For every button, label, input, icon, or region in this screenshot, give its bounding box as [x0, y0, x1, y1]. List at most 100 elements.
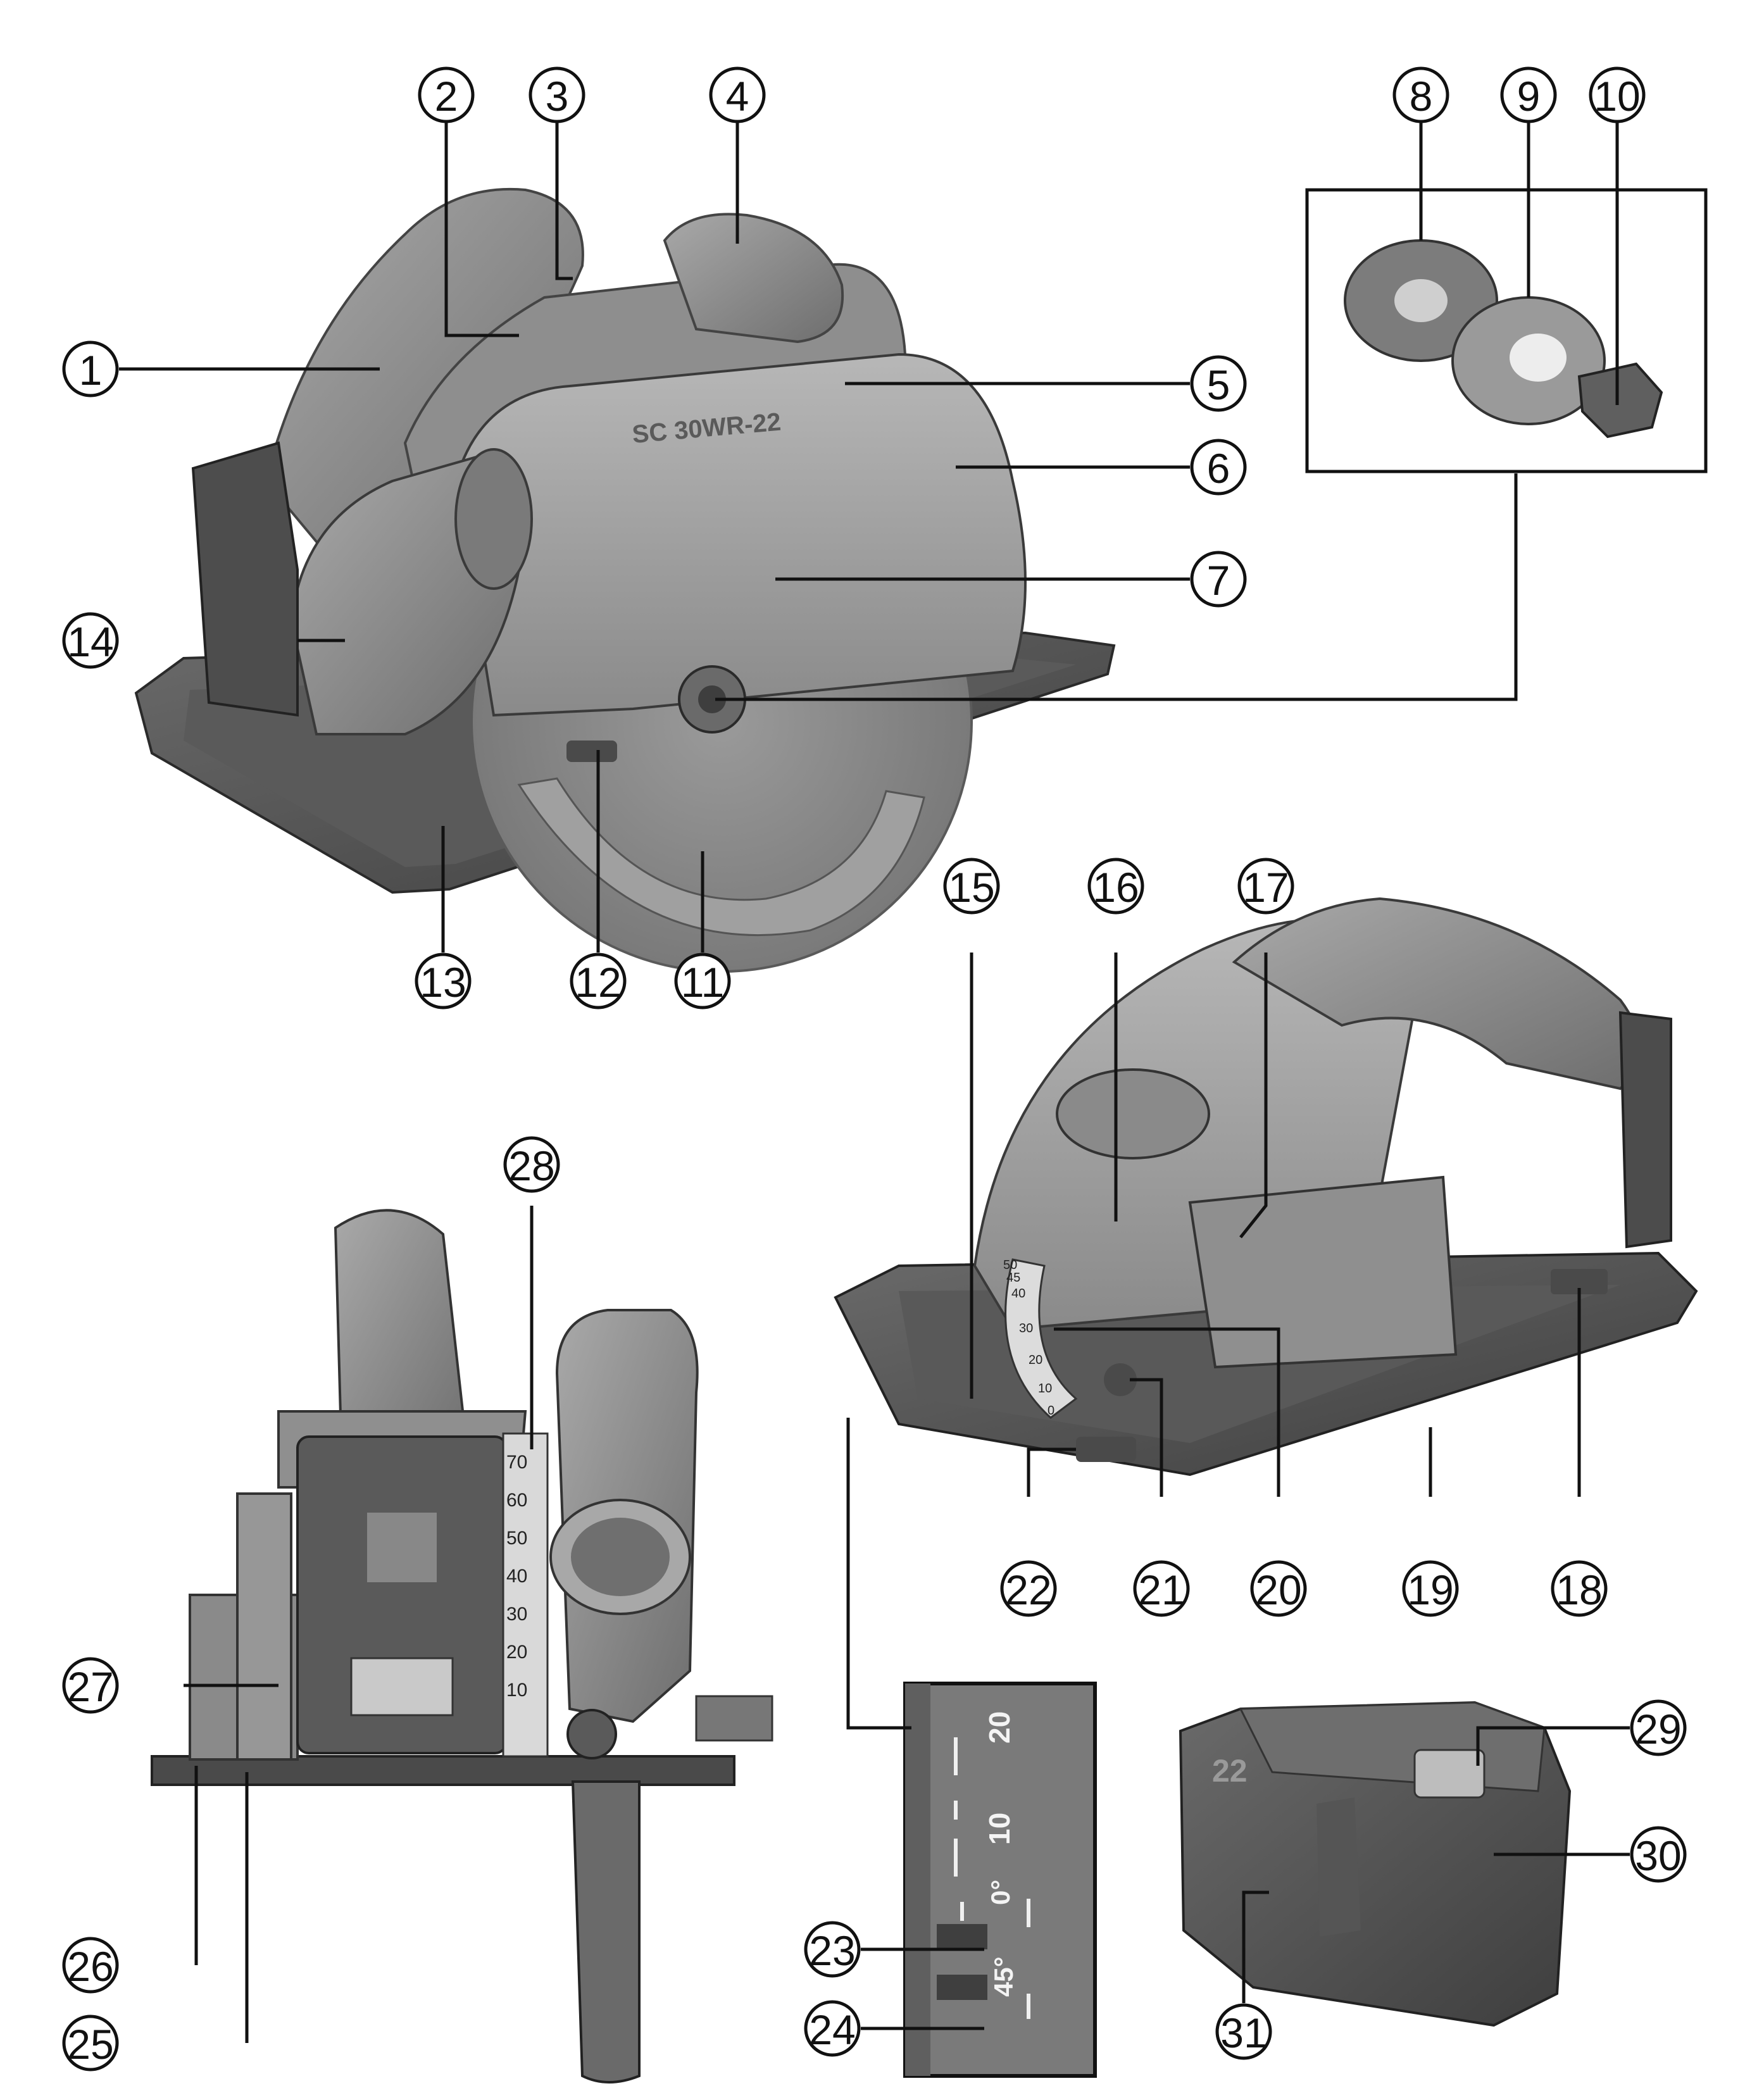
callout-number: 30: [1635, 1832, 1681, 1879]
callout-circle: [1190, 439, 1247, 496]
svg-text:50: 50: [506, 1528, 527, 1549]
callout-circle: [804, 2000, 861, 2057]
callout-circle: [62, 341, 119, 397]
callout-26: 26: [62, 1937, 119, 1994]
callout-circle: [62, 612, 119, 669]
callout-22: 22: [1000, 1560, 1057, 1617]
battery-slot: [1618, 1011, 1672, 1249]
battery-pack: 22: [1179, 1701, 1572, 2027]
svg-text:40: 40: [506, 1566, 527, 1587]
callout-number: 6: [1207, 445, 1230, 492]
accessory-box: [1305, 188, 1708, 473]
callout-number: 8: [1410, 73, 1433, 120]
bevel-scale-front: [502, 1432, 549, 1758]
callout-number: 3: [546, 73, 569, 120]
callout-number: 17: [1242, 864, 1289, 911]
detail-label-45: 45°: [989, 1956, 1018, 1997]
callout-number: 4: [726, 73, 749, 120]
callout-3: 3: [529, 66, 585, 123]
svg-text:20: 20: [1029, 1353, 1042, 1367]
svg-text:0: 0: [1048, 1404, 1054, 1418]
callout-number: 22: [1005, 1566, 1051, 1613]
saw-opposite-view: 50 45 40 30 20 10 0: [834, 897, 1698, 1477]
svg-text:45: 45: [1006, 1271, 1020, 1285]
callout-number: 26: [67, 1943, 113, 1990]
callout-number: 28: [508, 1142, 554, 1189]
callout-21: 21: [1133, 1560, 1190, 1617]
front-knob: [663, 213, 844, 344]
callout-circle: [1087, 858, 1144, 915]
callout-14: 14: [62, 612, 119, 669]
callout-number: 14: [67, 618, 113, 665]
callout-number: 18: [1556, 1566, 1602, 1613]
callout-number: 23: [809, 1927, 855, 1974]
upper-guard: [454, 353, 1027, 717]
callout-circle: [1500, 66, 1557, 123]
callout-number: 5: [1207, 361, 1230, 408]
battery-mount: [191, 441, 299, 717]
callout-circle: [1190, 551, 1247, 608]
callout-20: 20: [1250, 1560, 1307, 1617]
callout-circle: [674, 953, 731, 1009]
callout-circle: [1589, 66, 1646, 123]
callout-16: 16: [1087, 858, 1144, 915]
callout-4: 4: [709, 66, 766, 123]
callout-circle: [1551, 1560, 1608, 1617]
callout-19: 19: [1402, 1560, 1459, 1617]
callout-circle: [943, 858, 1000, 915]
callout-10: 10: [1589, 66, 1646, 123]
battery-label: 22: [1212, 1753, 1248, 1789]
callout-23: 23: [804, 1921, 861, 1978]
callout-number: 9: [1517, 73, 1541, 120]
bevel-knob: [1076, 1437, 1136, 1462]
callout-circle: [1630, 1826, 1687, 1883]
depth-knob: [1104, 1363, 1137, 1396]
detail-label-10: 10: [983, 1813, 1016, 1845]
callout-number: 11: [681, 959, 725, 1006]
callout-number: 19: [1407, 1566, 1453, 1613]
callout-number: 21: [1138, 1566, 1184, 1613]
callout-circle: [570, 953, 627, 1009]
callout-number: 29: [1635, 1706, 1681, 1752]
callout-number: 31: [1220, 2009, 1267, 2056]
callout-number: 16: [1092, 864, 1139, 911]
side-handle: [1232, 897, 1641, 1090]
saw-side-view: SC 30WR-22: [134, 187, 1116, 973]
svg-text:30: 30: [506, 1604, 527, 1625]
callout-number: 15: [948, 864, 994, 911]
front-base-plate: [151, 1755, 735, 1786]
callout-8: 8: [1392, 66, 1449, 123]
callout-circle: [62, 1937, 119, 1994]
callout-circle: [1133, 1560, 1190, 1617]
callout-number: 2: [435, 73, 458, 120]
callout-circle: [1000, 1560, 1057, 1617]
svg-text:50: 50: [1003, 1258, 1017, 1272]
callout-circle: [804, 1921, 861, 1978]
callout-11: 11: [674, 953, 731, 1009]
callout-number: 25: [67, 2021, 113, 2068]
bevel-scale-side: [1004, 1258, 1078, 1419]
bevel-scale-front-labels: 70 60 50 40 30 20 10: [506, 1452, 527, 1701]
callout-1: 1: [62, 341, 119, 397]
callout-circle: [62, 1657, 119, 1714]
depth-lever: [566, 740, 617, 762]
callout-circle: [418, 66, 475, 123]
callout-circle: [503, 1136, 560, 1193]
blade-bolt: [1577, 362, 1663, 439]
callout-number: 7: [1207, 557, 1230, 604]
callout-circle: [1250, 1560, 1307, 1617]
leader-lines: [119, 120, 1630, 2043]
callout-number: 24: [809, 2006, 855, 2053]
callout-circle: [709, 66, 766, 123]
callout-31: 31: [1215, 2003, 1272, 2060]
callout-circle: [415, 953, 472, 1009]
callout-number: 10: [1594, 73, 1640, 120]
svg-text:60: 60: [506, 1490, 527, 1511]
saw-front-view: 70 60 50 40 30 20 10: [151, 1209, 773, 2084]
callout-13: 13: [415, 953, 472, 1009]
svg-text:10: 10: [506, 1680, 527, 1701]
callout-25: 25: [62, 2015, 119, 2071]
callout-24: 24: [804, 2000, 861, 2057]
detail-scale-frame: [903, 1682, 1097, 2078]
